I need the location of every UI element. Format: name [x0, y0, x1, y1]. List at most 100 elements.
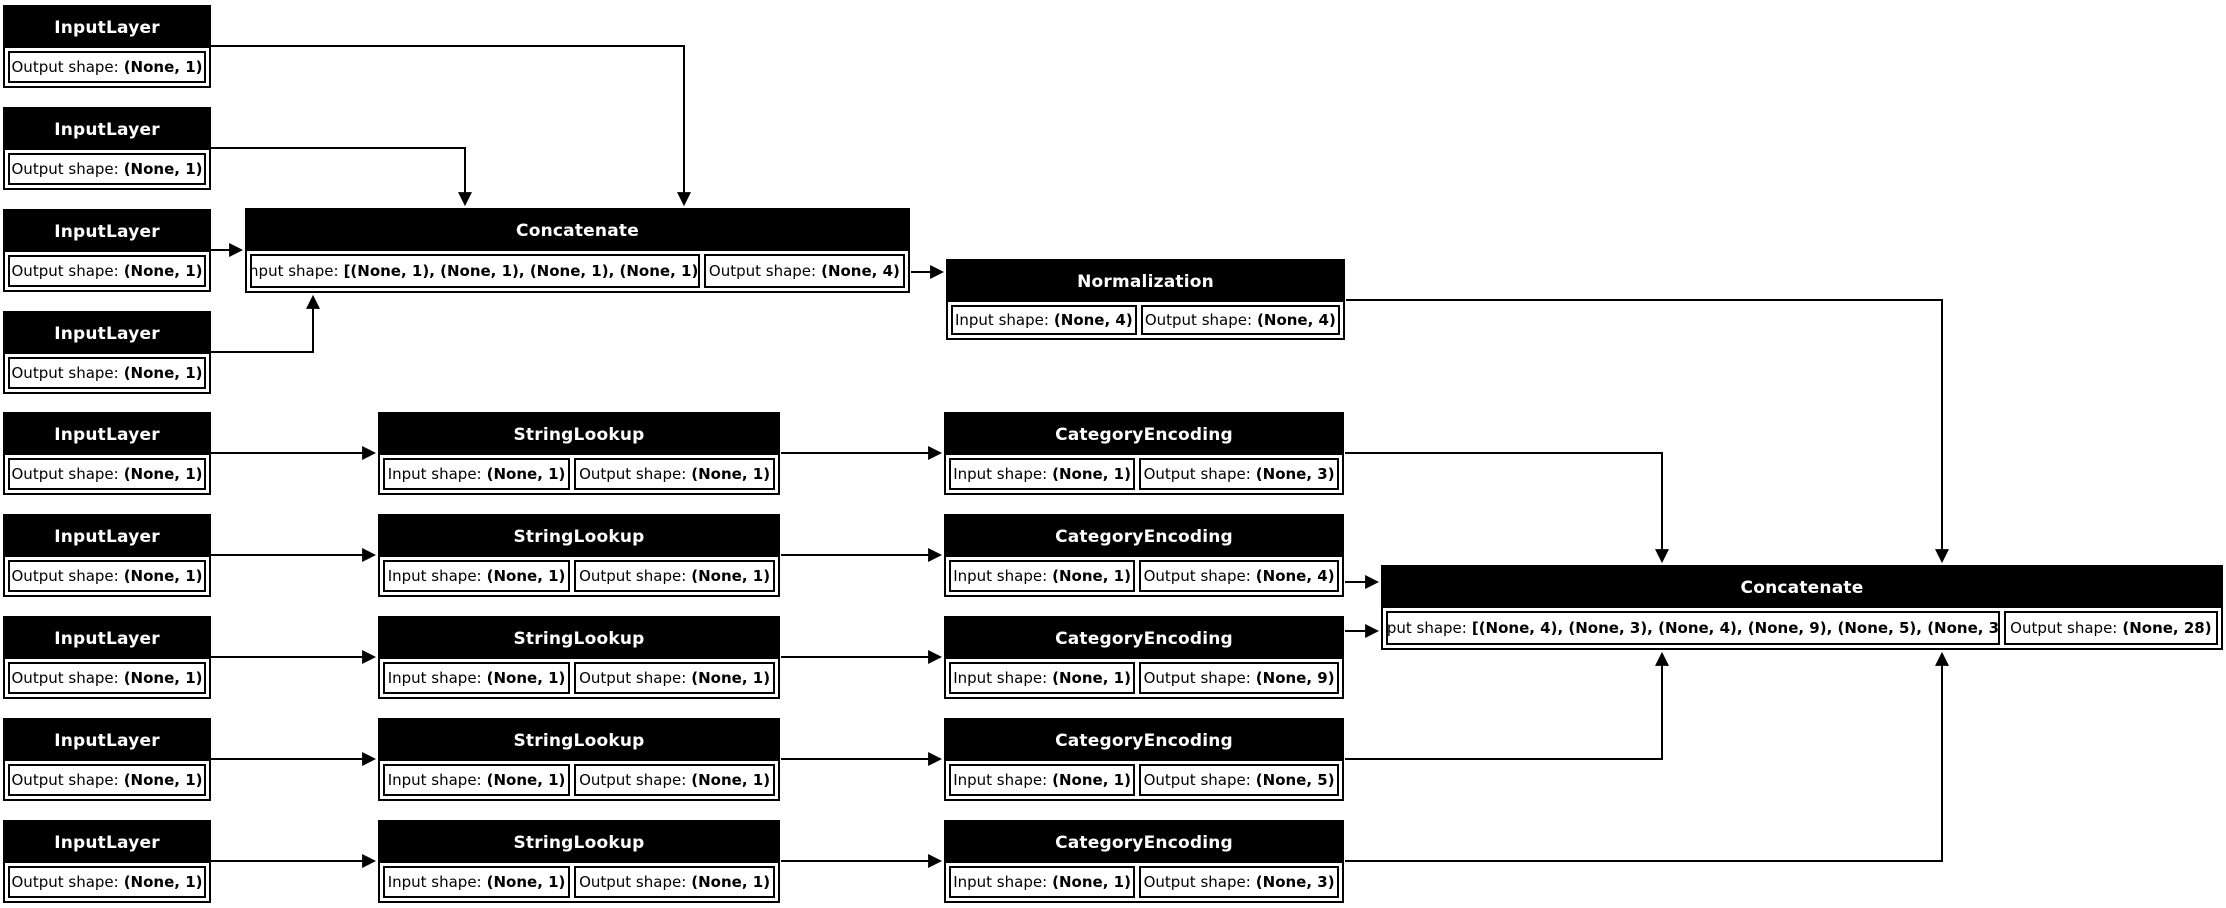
layer-node-stringlookup-3: StringLookup Input shape: (None, 1) Outp…: [378, 616, 780, 699]
shape-label: Input shape:: [953, 669, 1048, 687]
shape-value: (None, 1): [486, 567, 566, 585]
output-shape-cell: Output shape: (None, 1): [8, 153, 206, 185]
output-shape-cell: Output shape: (None, 9): [1139, 662, 1339, 694]
shape-value: (None, 1): [691, 771, 771, 789]
layer-type-label: CategoryEncoding: [946, 720, 1342, 761]
shape-value: (None, 1): [123, 160, 203, 178]
shape-label: Output shape:: [579, 567, 687, 585]
layer-node-concatenate-1: Concatenate Input shape: [(None, 1), (No…: [245, 208, 910, 293]
shape-value: (None, 1): [486, 669, 566, 687]
shape-value: (None, 9): [1255, 669, 1335, 687]
layer-node-categoryencoding-4: CategoryEncoding Input shape: (None, 1) …: [944, 718, 1344, 801]
layer-type-label: InputLayer: [5, 618, 209, 659]
shape-label: Output shape:: [2010, 619, 2118, 637]
shape-value: (None, 1): [1052, 669, 1131, 687]
output-shape-cell: Output shape: (None, 3): [1139, 866, 1339, 898]
layer-node-input5: InputLayer Output shape: (None, 1): [3, 412, 211, 495]
layer-node-input6: InputLayer Output shape: (None, 1): [3, 514, 211, 597]
edge-input4-to-concat1: [211, 294, 320, 353]
shape-value: [(None, 1), (None, 1), (None, 1), (None,…: [343, 262, 700, 280]
shape-label: Output shape:: [11, 567, 119, 585]
shape-label: Input shape:: [953, 465, 1048, 483]
layer-node-stringlookup-5: StringLookup Input shape: (None, 1) Outp…: [378, 820, 780, 903]
output-shape-cell: Output shape: (None, 1): [574, 764, 775, 796]
shape-value: [(None, 4), (None, 3), (None, 4), (None,…: [1471, 619, 2000, 637]
layer-node-input9: InputLayer Output shape: (None, 1): [3, 820, 211, 903]
output-shape-cell: Output shape: (None, 1): [8, 458, 206, 490]
edge-norm1-to-concat2: [1346, 299, 1949, 564]
layer-node-input2: InputLayer Output shape: (None, 1): [3, 107, 211, 190]
shape-value: (None, 1): [123, 262, 203, 280]
shape-label: Output shape:: [11, 465, 119, 483]
shape-value: (None, 5): [1255, 771, 1335, 789]
output-shape-cell: Output shape: (None, 28): [2003, 611, 2218, 645]
shape-label: Input shape:: [953, 873, 1048, 891]
shape-label: Output shape:: [11, 58, 119, 76]
shape-value: (None, 3): [1255, 873, 1335, 891]
edge-encode5-to-concat2: [1345, 651, 1949, 862]
shape-value: (None, 3): [1255, 465, 1335, 483]
shape-label: Input shape:: [387, 567, 482, 585]
layer-type-label: CategoryEncoding: [946, 822, 1342, 863]
layer-node-stringlookup-4: StringLookup Input shape: (None, 1) Outp…: [378, 718, 780, 801]
layer-type-label: StringLookup: [380, 618, 778, 659]
layer-type-label: Concatenate: [1383, 567, 2221, 608]
layer-node-input1: InputLayer Output shape: (None, 1): [3, 5, 211, 88]
shape-value: (None, 1): [123, 465, 203, 483]
layer-node-input3: InputLayer Output shape: (None, 1): [3, 209, 211, 292]
layer-node-categoryencoding-5: CategoryEncoding Input shape: (None, 1) …: [944, 820, 1344, 903]
shape-value: (None, 1): [123, 364, 203, 382]
layer-node-input7: InputLayer Output shape: (None, 1): [3, 616, 211, 699]
shape-label: Input shape:: [387, 465, 482, 483]
shape-label: Output shape:: [11, 160, 119, 178]
shape-value: (None, 1): [691, 465, 771, 483]
shape-value: (None, 1): [123, 669, 203, 687]
shape-value: (None, 1): [1052, 465, 1131, 483]
shape-label: Output shape:: [11, 873, 119, 891]
shape-value: (None, 1): [123, 771, 203, 789]
shape-value: (None, 1): [486, 771, 566, 789]
layer-node-categoryencoding-2: CategoryEncoding Input shape: (None, 1) …: [944, 514, 1344, 597]
input-shape-cell: Input shape: (None, 1): [949, 866, 1136, 898]
shape-value: (None, 4): [1257, 311, 1336, 329]
shape-label: Output shape:: [11, 771, 119, 789]
output-shape-cell: Output shape: (None, 4): [1140, 305, 1340, 335]
shape-label: Output shape:: [708, 262, 817, 280]
shape-label: Input shape:: [953, 771, 1048, 789]
layer-type-label: StringLookup: [380, 516, 778, 557]
input-shape-cell: Input shape: (None, 1): [383, 458, 571, 490]
input-shape-cell: Input shape: (None, 1): [949, 662, 1136, 694]
shape-value: (None, 1): [1052, 771, 1131, 789]
shape-label: Input shape:: [954, 311, 1049, 329]
shape-label: Output shape:: [1143, 567, 1251, 585]
input-shape-cell: Input shape: (None, 1): [949, 458, 1136, 490]
shape-label: Input shape:: [953, 567, 1048, 585]
layer-node-stringlookup-2: StringLookup Input shape: (None, 1) Outp…: [378, 514, 780, 597]
shape-label: Output shape:: [1143, 771, 1251, 789]
input-shape-cell: Input shape: [(None, 4), (None, 3), (Non…: [1386, 611, 2000, 645]
output-shape-cell: Output shape: (None, 1): [8, 560, 206, 592]
shape-label: Output shape:: [579, 465, 687, 483]
shape-label: Output shape:: [1143, 669, 1251, 687]
layer-node-categoryencoding-1: CategoryEncoding Input shape: (None, 1) …: [944, 412, 1344, 495]
shape-label: Output shape:: [579, 669, 687, 687]
shape-label: Output shape:: [11, 364, 119, 382]
edge-encode1-to-concat2: [1345, 452, 1669, 564]
shape-value: (None, 1): [123, 567, 203, 585]
layer-type-label: StringLookup: [380, 822, 778, 863]
output-shape-cell: Output shape: (None, 1): [574, 662, 775, 694]
shape-label: Output shape:: [1143, 465, 1251, 483]
layer-type-label: StringLookup: [380, 414, 778, 455]
shape-value: (None, 1): [486, 873, 566, 891]
input-shape-cell: Input shape: (None, 1): [383, 560, 571, 592]
input-shape-cell: Input shape: (None, 1): [383, 662, 571, 694]
output-shape-cell: Output shape: (None, 1): [574, 866, 775, 898]
output-shape-cell: Output shape: (None, 3): [1139, 458, 1339, 490]
layer-node-input4: InputLayer Output shape: (None, 1): [3, 311, 211, 394]
shape-value: (None, 1): [123, 873, 203, 891]
shape-label: Input shape:: [1386, 619, 1467, 637]
layer-node-normalization: Normalization Input shape: (None, 4) Out…: [946, 259, 1345, 340]
shape-label: Input shape:: [387, 873, 482, 891]
shape-value: (None, 1): [486, 465, 566, 483]
